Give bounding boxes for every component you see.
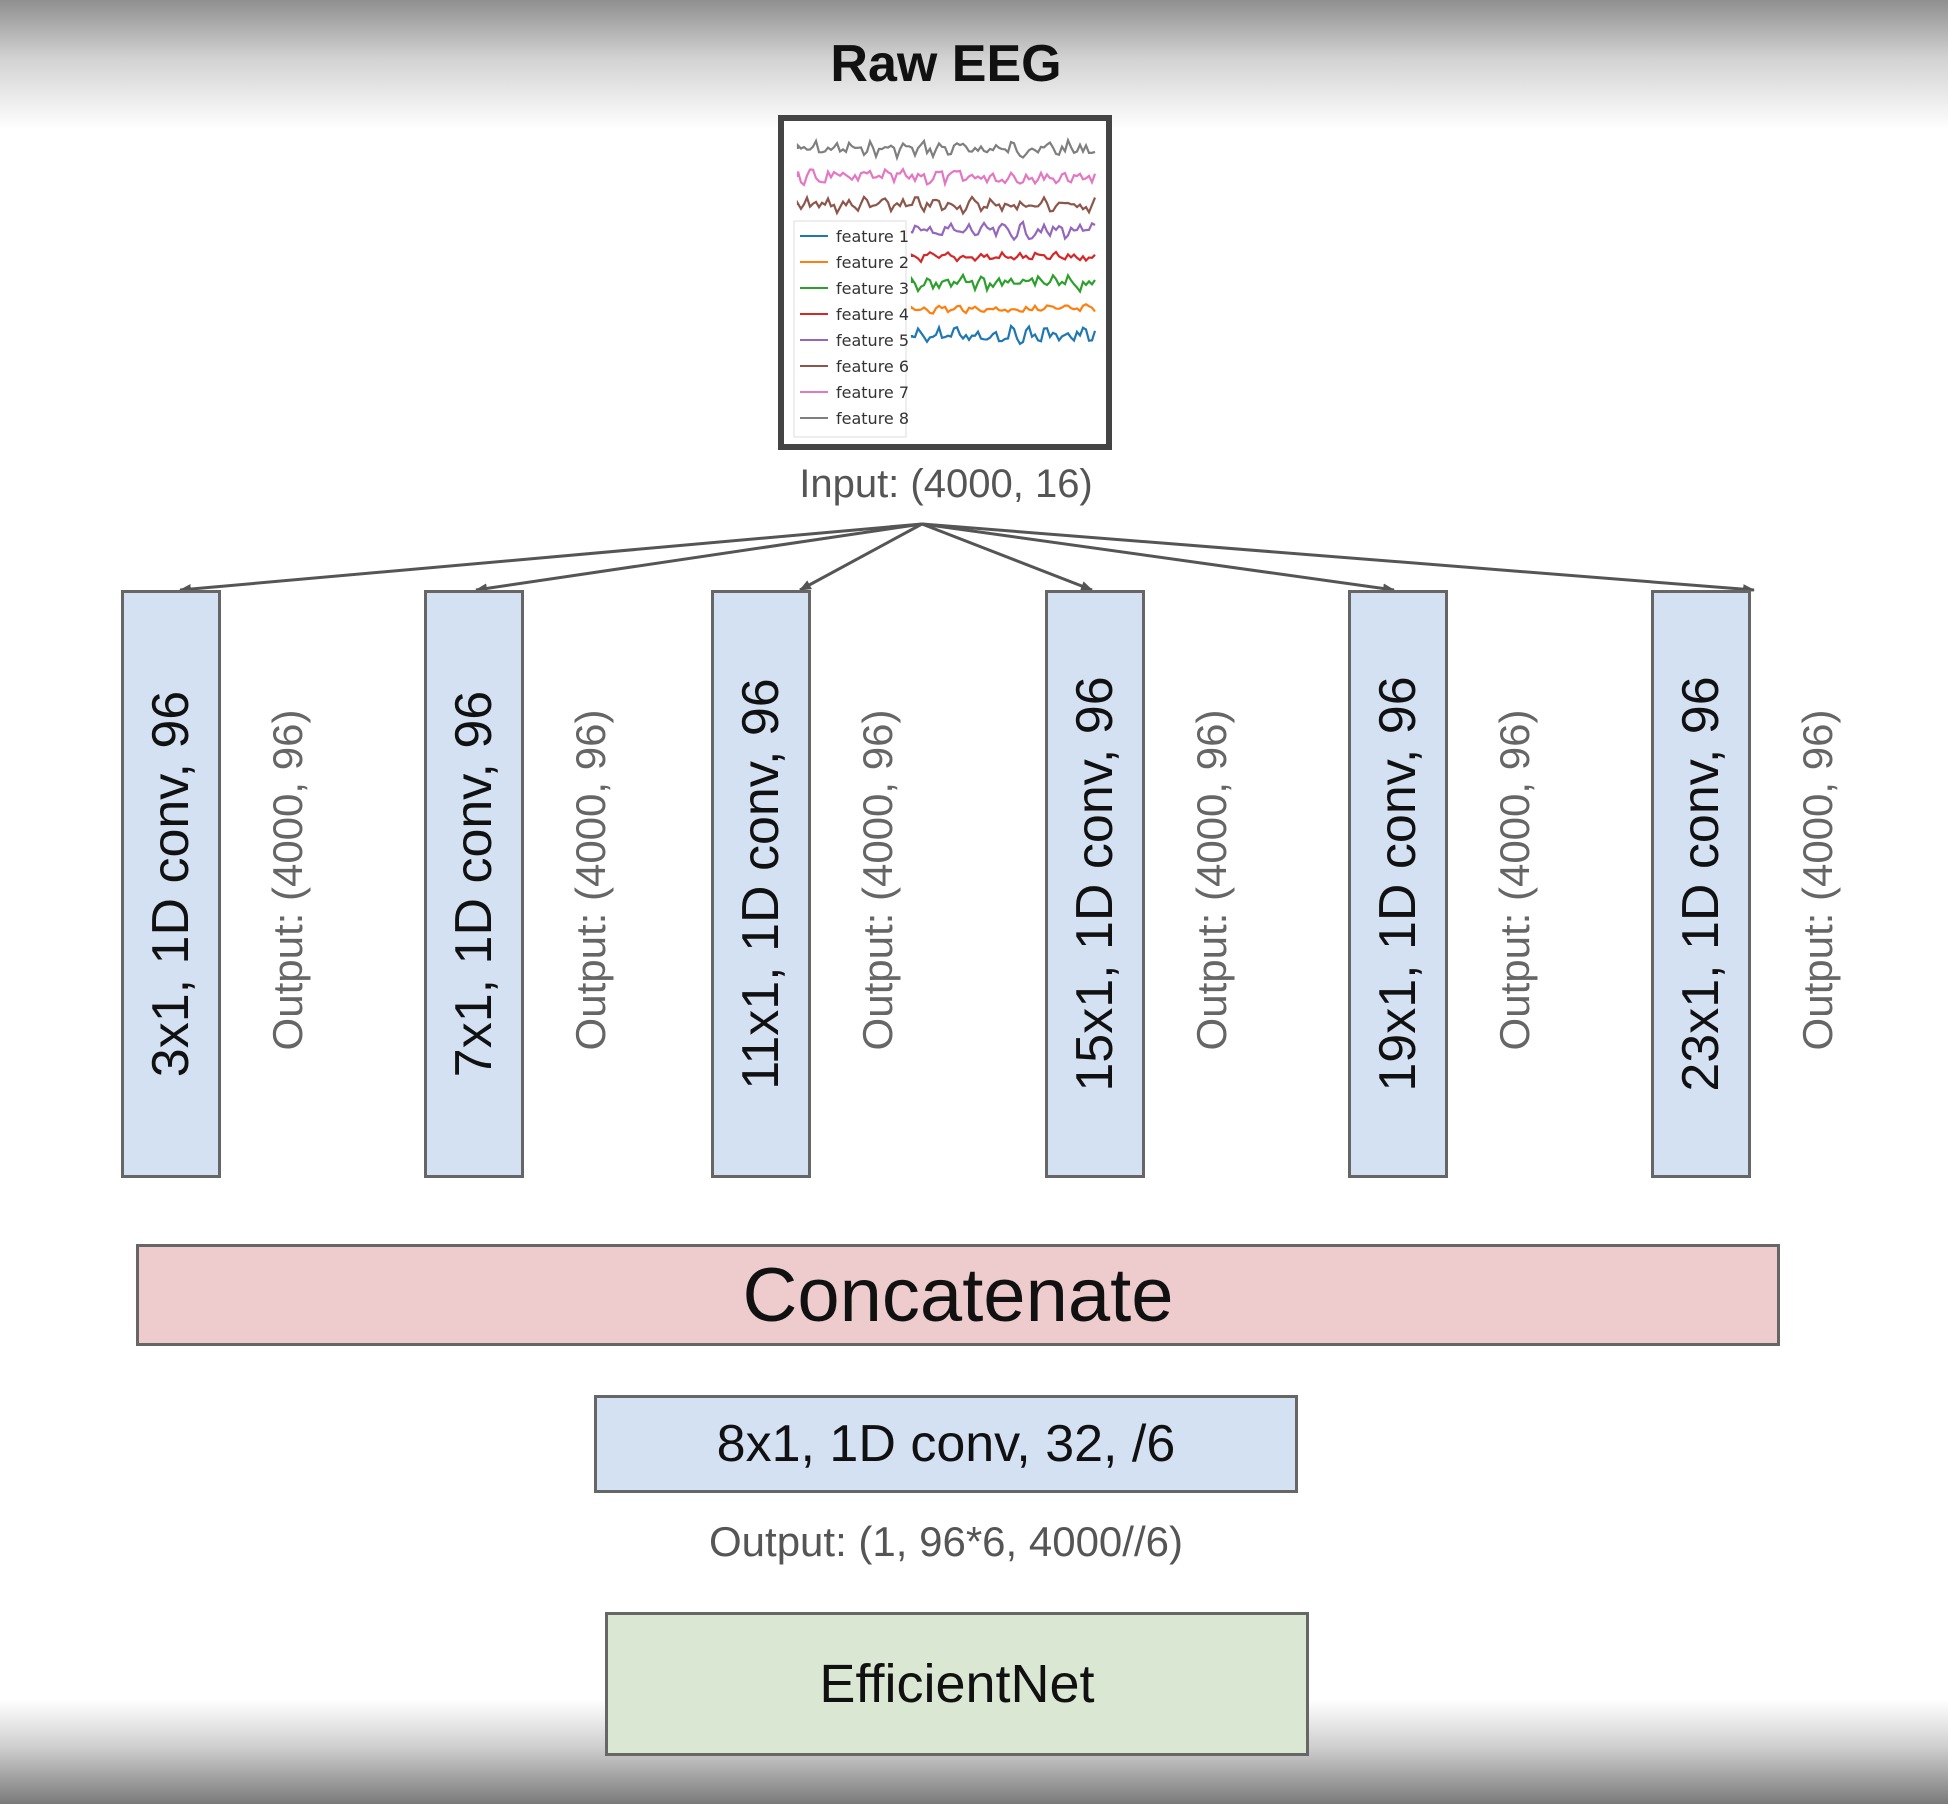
legend-label: feature 6: [836, 357, 909, 376]
legend-label: feature 7: [836, 383, 909, 402]
conv-branch-label: 23x1, 1D conv, 96: [1672, 676, 1730, 1092]
conv-branch-15x1: 15x1, 1D conv, 96: [1045, 590, 1145, 1178]
efficientnet-label: EfficientNet: [819, 1654, 1095, 1714]
conv-branch-3x1: 3x1, 1D conv, 96: [121, 590, 221, 1178]
branch-output-label: Output: (4000, 96): [1794, 709, 1841, 1051]
legend-label: feature 4: [836, 305, 909, 324]
branch-output-label: Output: (4000, 96): [567, 709, 614, 1051]
downsample-output-label: Output: (1, 96*6, 4000//6): [709, 1518, 1183, 1565]
conv-branch-label: 11x1, 1D conv, 96: [732, 678, 790, 1090]
branch-arrow: [921, 522, 1755, 595]
eeg-trace: [796, 194, 1097, 216]
eeg-trace: [910, 219, 1096, 242]
eeg-trace: [796, 137, 1096, 162]
eeg-traces: feature 1 feature 2 feature 3 feature 4 feat…: [793, 137, 1097, 438]
legend-label: feature 8: [836, 409, 909, 428]
branch-arrow: [799, 522, 923, 592]
efficientnet-block: EfficientNet: [605, 1612, 1309, 1756]
conv-branch-label: 15x1, 1D conv, 96: [1066, 676, 1124, 1092]
conv-branch-11x1: 11x1, 1D conv, 96: [711, 590, 811, 1178]
raw-eeg-plot: feature 1 feature 2 feature 3 feature 4 feat…: [778, 115, 1112, 450]
branch-arrow: [179, 522, 923, 595]
eeg-trace: [910, 303, 1096, 315]
legend-label: feature 3: [836, 279, 909, 298]
downsample-conv-block: 8x1, 1D conv, 32, /6: [594, 1395, 1298, 1493]
conv-branch-label: 3x1, 1D conv, 96: [142, 690, 200, 1078]
branch-output-label: Output: (4000, 96): [854, 709, 901, 1051]
conv-branch-7x1: 7x1, 1D conv, 96: [424, 590, 524, 1178]
branch-output-label: Output: (4000, 96): [264, 709, 311, 1051]
legend-label: feature 2: [836, 253, 909, 272]
conv-branch-23x1: 23x1, 1D conv, 96: [1651, 590, 1751, 1178]
branch-arrow: [475, 522, 923, 594]
top-shade: [0, 0, 1948, 130]
conv-branch-19x1: 19x1, 1D conv, 96: [1348, 590, 1448, 1178]
legend-label: feature 5: [836, 331, 909, 350]
concatenate-label: Concatenate: [742, 1252, 1174, 1338]
concatenate-block: Concatenate: [136, 1244, 1780, 1346]
downsample-conv-label: 8x1, 1D conv, 32, /6: [716, 1415, 1176, 1473]
eeg-trace: [910, 323, 1097, 346]
branch-arrow: [921, 522, 1093, 592]
branch-output-label: Output: (4000, 96): [1491, 709, 1538, 1051]
branch-output-label: Output: (4000, 96): [1188, 709, 1235, 1051]
legend-label: feature 1: [836, 227, 909, 246]
eeg-trace: [796, 166, 1097, 188]
diagram-title: Raw EEG: [830, 35, 1062, 93]
branch-arrow: [921, 522, 1395, 594]
conv-branch-label: 19x1, 1D conv, 96: [1369, 676, 1427, 1092]
eeg-trace: [910, 250, 1096, 264]
conv-branch-label: 7x1, 1D conv, 96: [445, 690, 503, 1078]
eeg-trace: [910, 272, 1096, 294]
eeg-legend: [793, 220, 907, 438]
input-shape-label: Input: (4000, 16): [799, 462, 1093, 506]
